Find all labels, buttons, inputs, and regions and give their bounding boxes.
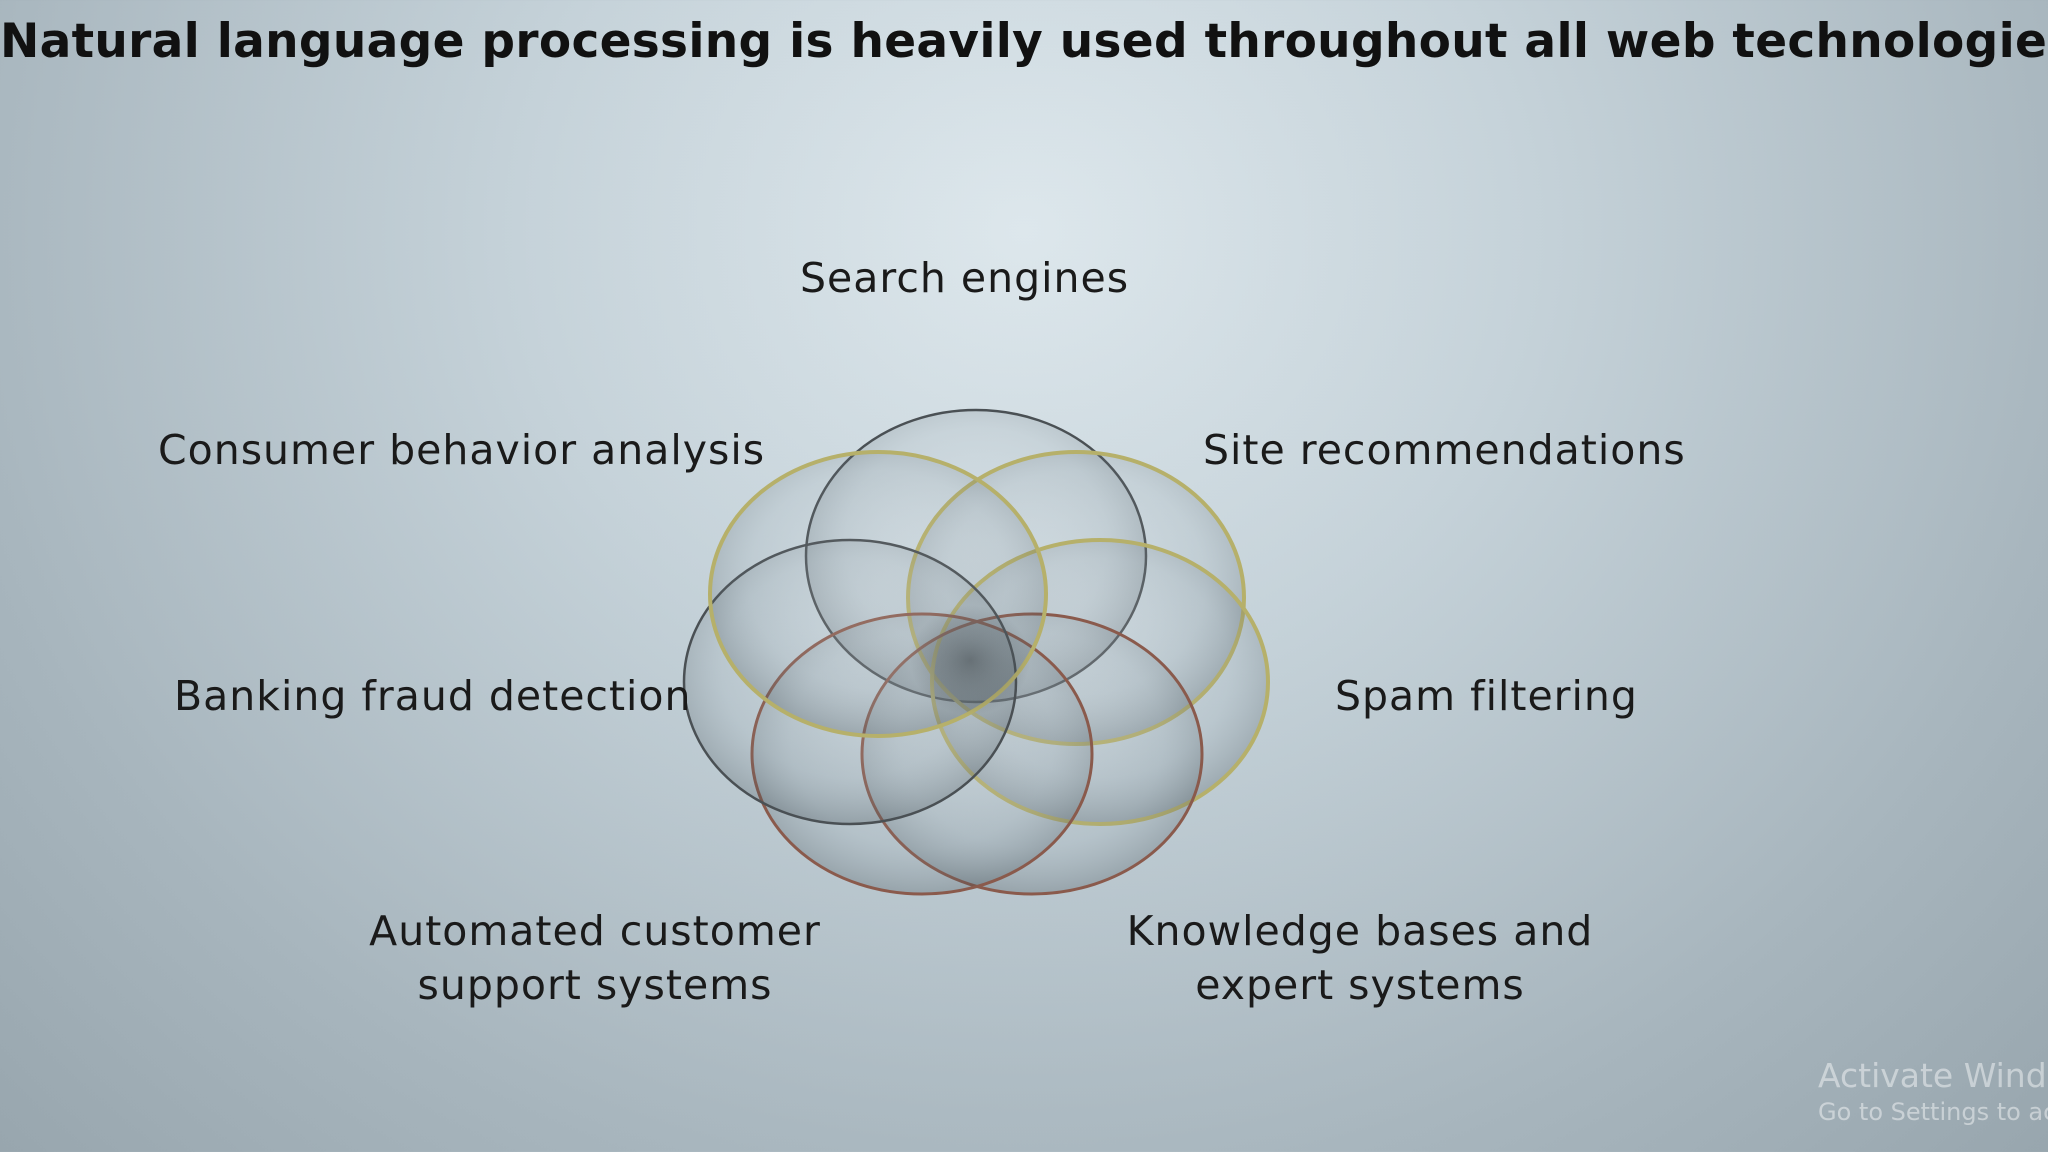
label-automated-support-line2: support systems [417, 961, 773, 1009]
activate-windows-subtext: Go to Settings to activate Windows. [1818, 1098, 2048, 1126]
slide-title: Natural language processing is heavily u… [0, 14, 2048, 69]
label-knowledge-bases-line1: Knowledge bases and [1126, 907, 1594, 955]
label-site-recommendations: Site recommendations [1203, 426, 1686, 474]
label-automated-support-line1: Automated customer [369, 907, 821, 955]
label-knowledge-bases: Knowledge bases and expert systems [1090, 904, 1630, 1012]
label-spam-filtering: Spam filtering [1335, 672, 1638, 720]
label-consumer-behavior: Consumer behavior analysis [158, 426, 766, 474]
activate-windows-watermark: Activate Windows [1818, 1056, 2048, 1095]
label-banking-fraud: Banking fraud detection [174, 672, 692, 720]
label-search-engines: Search engines [800, 254, 1130, 302]
venn-center-overlap [910, 605, 1030, 715]
label-knowledge-bases-line2: expert systems [1195, 961, 1525, 1009]
label-automated-support: Automated customer support systems [310, 904, 880, 1012]
